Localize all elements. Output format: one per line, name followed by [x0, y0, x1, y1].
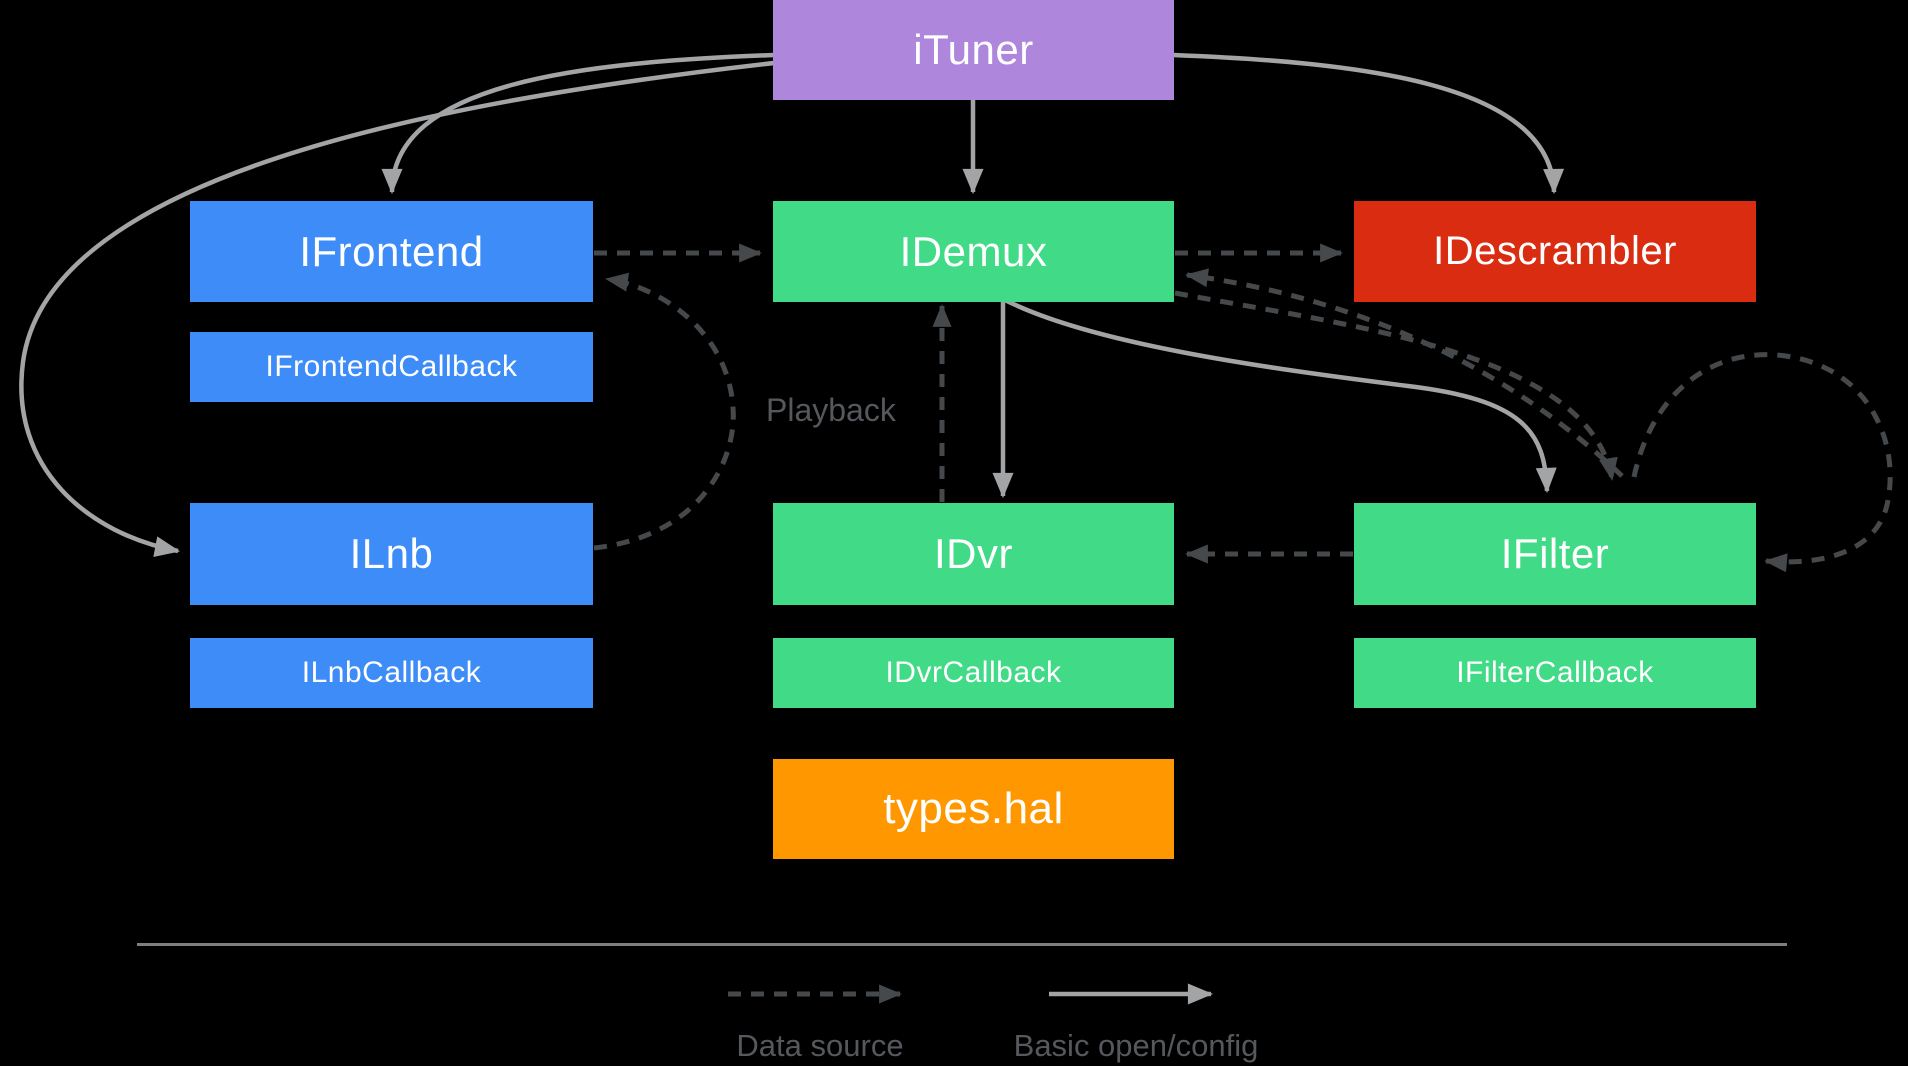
node-idescrambler: IDescrambler [1354, 201, 1756, 302]
node-ifilter-callback-label: IFilterCallback [1456, 656, 1654, 689]
node-ifrontend-label: IFrontend [299, 227, 484, 275]
node-ifilter-label: IFilter [1500, 530, 1610, 577]
node-ifilter: IFilter [1354, 503, 1756, 605]
edge-ituner-to-ilnb [19, 60, 775, 558]
node-ifrontend-callback-label: IFrontendCallback [265, 350, 518, 383]
node-idvr-callback-label: IDvrCallback [885, 656, 1062, 689]
playback-edge-label: Playback [766, 392, 896, 428]
node-ituner-label: iTuner [913, 26, 1034, 73]
node-ifrontend-callback: IFrontendCallback [190, 332, 593, 402]
node-idemux: IDemux [773, 201, 1174, 302]
edge-ituner-to-ifrontend [381, 52, 775, 195]
node-types-hal-label: types.hal [883, 784, 1064, 833]
edge-ifilter-to-idemux-data [1185, 268, 1624, 478]
node-ifrontend: IFrontend [190, 201, 593, 302]
edge-ifilter-self-loop [1631, 352, 1893, 573]
node-ilnb-label: ILnb [349, 530, 434, 577]
edge-ilnb-to-ifrontend [593, 272, 736, 551]
edge-idemux-to-ifilter-config [1001, 297, 1557, 494]
legend-divider [137, 943, 1787, 946]
node-ilnb: ILnb [190, 503, 593, 605]
legend-data-source-label: Data source [736, 1028, 904, 1063]
node-idvr-callback: IDvrCallback [773, 638, 1174, 708]
edge-idemux-to-ifilter-data [1174, 290, 1618, 481]
node-types-hal: types.hal [773, 759, 1174, 859]
node-ilnb-callback-label: ILnbCallback [301, 656, 482, 689]
edges-group [19, 52, 1893, 1005]
legend-basic-open-config-label: Basic open/config [1013, 1028, 1259, 1063]
edge-ituner-to-idescrambler [1172, 52, 1565, 195]
node-ilnb-callback: ILnbCallback [190, 638, 593, 708]
node-idvr-label: IDvr [934, 530, 1013, 577]
node-ituner: iTuner [773, 0, 1174, 100]
node-idescrambler-label: IDescrambler [1433, 229, 1677, 273]
node-idemux-label: IDemux [899, 227, 1048, 275]
node-idvr: IDvr [773, 503, 1174, 605]
node-ifilter-callback: IFilterCallback [1354, 638, 1756, 708]
